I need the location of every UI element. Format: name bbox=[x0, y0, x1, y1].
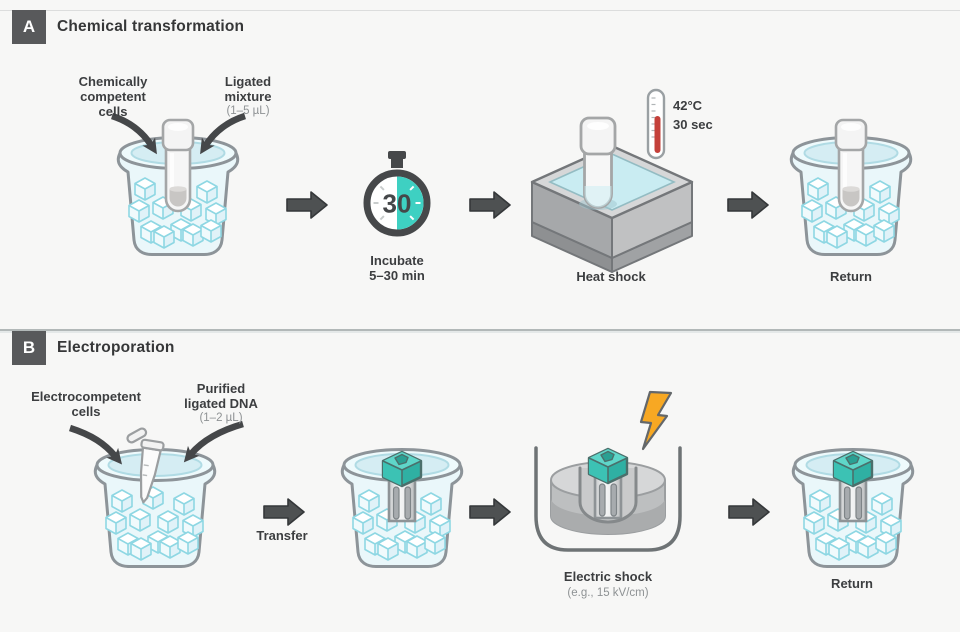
caption-return-a: Return bbox=[830, 269, 872, 284]
caption-incubate: Incubate 5–30 min bbox=[369, 253, 425, 283]
arrow-step-a2 bbox=[469, 191, 511, 219]
caption-heat-shock: Heat shock bbox=[576, 269, 646, 284]
electroporator bbox=[534, 446, 682, 552]
label-purified-ligated-dna: Purified ligated DNA bbox=[184, 381, 258, 411]
label-chemically-competent-cells: Chemically competent cells bbox=[78, 74, 148, 119]
caption-transfer: Transfer bbox=[256, 528, 308, 543]
ice-bucket-return-a bbox=[791, 118, 910, 255]
caption-electric-shock: Electric shock bbox=[563, 569, 653, 584]
curved-arrow-cells bbox=[110, 112, 157, 155]
curved-arrow-electro-cells bbox=[68, 424, 123, 465]
label-ligated-mixture-volume: (1–5 µL) bbox=[226, 105, 270, 117]
water-bath bbox=[530, 116, 694, 273]
timer-icon: 30 bbox=[363, 151, 431, 237]
ice-bucket-return-b bbox=[793, 450, 912, 567]
ice-bucket-cuvette bbox=[342, 450, 461, 567]
arrow-step-a1 bbox=[286, 191, 328, 219]
tube-in-bath bbox=[579, 116, 617, 209]
curved-arrow-dna bbox=[183, 420, 244, 463]
panel-b-tag: B bbox=[12, 331, 46, 365]
timer-value: 30 bbox=[383, 189, 412, 219]
label-ligated-mixture: Ligated mixture bbox=[224, 74, 272, 104]
panel-b-divider bbox=[0, 329, 960, 331]
label-thermometer-time: 30 sec bbox=[673, 117, 713, 132]
arrow-step-b2 bbox=[469, 498, 511, 526]
thermometer-icon bbox=[646, 88, 666, 160]
panel-a-title: Chemical transformation bbox=[57, 18, 245, 35]
label-electrocompetent-cells: Electrocompetent cells bbox=[31, 389, 141, 419]
arrow-step-a3 bbox=[727, 191, 769, 219]
label-thermometer-temp: 42°C bbox=[673, 98, 703, 113]
ice-bucket-competent-cells bbox=[118, 118, 237, 255]
caption-return-b: Return bbox=[831, 576, 873, 591]
arrow-step-b3 bbox=[728, 498, 770, 526]
panel-a-divider bbox=[0, 10, 960, 11]
panel-b-title: Electroporation bbox=[57, 339, 175, 356]
lightning-bolt-icon bbox=[639, 390, 673, 451]
arrow-transfer bbox=[263, 498, 305, 526]
caption-electric-shock-detail: (e.g., 15 kV/cm) bbox=[567, 587, 649, 599]
panel-a-tag: A bbox=[12, 10, 46, 44]
label-dna-volume: (1–2 µL) bbox=[199, 412, 243, 424]
curved-arrow-mixture bbox=[200, 112, 247, 155]
